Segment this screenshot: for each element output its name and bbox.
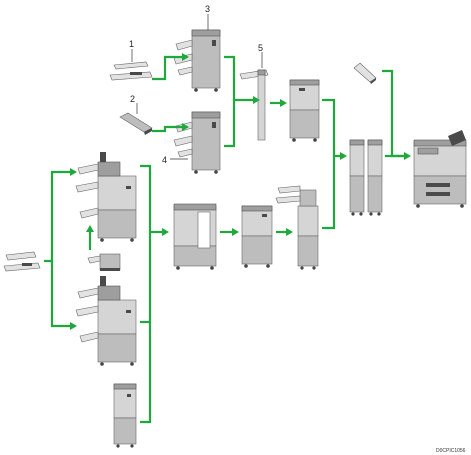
finisher-item-3 xyxy=(173,29,221,92)
callout-3: 3 xyxy=(205,4,210,14)
bridge-unit-item-2 xyxy=(119,112,153,135)
main-machine xyxy=(413,130,467,208)
stacker-unit xyxy=(113,383,137,448)
lower-chain-arrow-1 xyxy=(220,228,239,236)
tall-unit-pair xyxy=(349,139,383,216)
finisher-item-4 xyxy=(173,111,221,174)
callout-1: 1 xyxy=(129,39,134,49)
callout-2: 2 xyxy=(130,94,135,104)
upper-flow-arrows xyxy=(152,53,287,148)
lower-chain-arrow-2 xyxy=(276,228,293,236)
small-trimmer-unit xyxy=(87,253,121,271)
output-tray-item-1 xyxy=(109,61,153,81)
booklet-finisher-upper xyxy=(75,152,137,242)
unit-item-5 xyxy=(239,69,269,141)
tray-to-main-arrow xyxy=(382,69,411,160)
left-branch-arrows xyxy=(44,168,77,330)
upper-to-pair-arrow xyxy=(322,98,347,160)
figure-code: D0CPIC1056 xyxy=(436,448,466,454)
lower-to-pair-arrow xyxy=(322,156,336,230)
inserter-tray xyxy=(353,62,377,84)
callout-4: 4 xyxy=(162,155,167,165)
left-output-trays xyxy=(3,251,41,272)
lower-collector-arrows xyxy=(140,164,169,424)
interposer-lower xyxy=(241,205,273,268)
booklet-finisher-lower xyxy=(75,276,137,366)
callout-5: 5 xyxy=(258,43,263,53)
interposer-unit xyxy=(289,79,320,142)
inserter-lower xyxy=(275,185,319,270)
large-feed-unit xyxy=(173,203,217,270)
small-unit-up-arrow xyxy=(86,225,94,250)
